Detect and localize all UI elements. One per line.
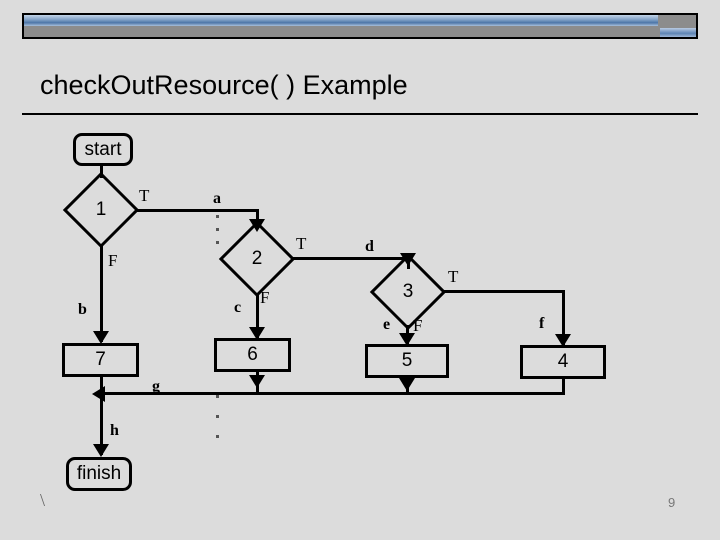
top-bar-gradient-stripe [24, 15, 658, 26]
edge-start-to-decision-1 [100, 166, 103, 178]
edge-label-a: a [213, 190, 221, 207]
top-bar-grey-stripe [24, 28, 658, 37]
top-bar-right-gradient-cap [660, 28, 696, 37]
node-process-6: 6 [214, 338, 291, 372]
arrowhead-return-line-left [92, 386, 105, 402]
edge-label-c: c [234, 299, 242, 316]
edge-decision-3-true-horizontal [443, 290, 564, 293]
node-finish-label: finish [76, 463, 122, 484]
node-process-7-label: 7 [95, 349, 106, 370]
edge-decision-1-false-vertical [100, 244, 103, 342]
ellipsis-dot-a-3 [216, 241, 219, 244]
edge-label-f: f [539, 315, 545, 332]
node-decision-1-label: 1 [95, 199, 107, 220]
arrowhead-into-finish [93, 444, 109, 457]
top-bar-right-grey-cap [660, 15, 696, 26]
node-process-4-label: 4 [557, 351, 569, 372]
edge-label-h: h [110, 422, 119, 439]
edge-label-decision-3-true: T [448, 267, 459, 286]
edge-decision-2-true-horizontal [292, 257, 409, 260]
edge-decision-1-true-horizontal [136, 209, 258, 212]
page-title: checkOutResource( ) Example [40, 70, 408, 100]
node-decision-3-label: 3 [402, 281, 414, 302]
edge-label-decision-2-true: T [296, 234, 307, 253]
node-start-label: start [84, 138, 122, 160]
edge-decision-3-true-vertical [562, 290, 565, 347]
node-process-7: 7 [62, 343, 139, 377]
edge-label-b: b [78, 301, 87, 318]
node-decision-3: 3 [369, 253, 447, 331]
node-process-6-label: 6 [247, 344, 258, 365]
node-process-5: 5 [365, 344, 449, 378]
arrowhead-into-process-7 [93, 331, 109, 344]
decorative-top-bar [22, 13, 698, 39]
edge-label-decision-1-false: F [108, 251, 118, 270]
edge-process-7-to-finish [100, 377, 103, 455]
ellipsis-dot-g-1 [216, 395, 219, 398]
node-decision-2-label: 2 [251, 248, 263, 269]
arrowhead-into-process-4 [555, 334, 571, 347]
title-divider [22, 113, 698, 115]
edge-decision-2-false-vertical [256, 293, 259, 341]
arrowhead-process-5-down [399, 378, 415, 391]
ellipsis-dot-a-2 [216, 228, 219, 231]
arrowhead-into-process-5 [399, 333, 415, 346]
page-number: 9 [668, 495, 676, 510]
node-process-5-label: 5 [401, 350, 413, 371]
arrowhead-into-decision-3 [400, 253, 416, 266]
edge-label-decision-2-false: F [260, 288, 270, 307]
ellipsis-dot-a-1 [216, 215, 219, 218]
edge-return-line-g [102, 392, 565, 395]
ellipsis-dot-g-2 [216, 415, 219, 418]
edge-process-4-to-return-line [562, 379, 565, 395]
ellipsis-dot-g-3 [216, 435, 219, 438]
node-start: start [73, 133, 133, 166]
edge-label-decision-1-true: T [139, 186, 150, 205]
edge-decision-1-true-vertical [256, 209, 259, 223]
node-finish: finish [66, 457, 132, 491]
node-decision-1: 1 [62, 171, 140, 249]
corner-mark: \ [40, 490, 46, 510]
edge-label-d: d [365, 238, 374, 255]
node-decision-2: 2 [218, 220, 296, 298]
arrowhead-process-6-down [249, 375, 265, 388]
edge-label-decision-3-false: F [413, 316, 423, 335]
edge-label-g: g [152, 378, 160, 395]
arrowhead-into-process-6 [249, 327, 265, 340]
edge-label-e: e [383, 316, 391, 333]
arrowhead-into-decision-2 [249, 219, 265, 232]
node-process-4: 4 [520, 345, 606, 379]
